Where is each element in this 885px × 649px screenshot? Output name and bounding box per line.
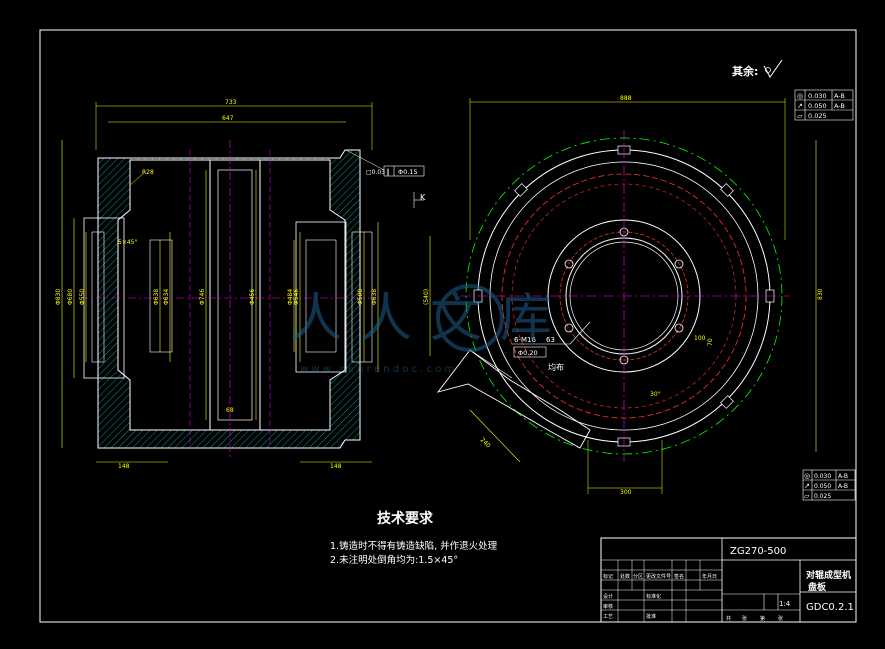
drawing-frame [39,29,857,623]
tb-part-name-2: 盘板 [808,581,827,593]
tol-top-datum-1: A-B [834,102,845,110]
tb-part-name-1: 对辊成型机 [806,569,851,581]
watermark: 人人文库 w w w . r e n r e n d o c . c o m [290,284,570,375]
dim-right-base: 148 [330,463,342,470]
tol-bot-symbol-1: ↗ [804,482,810,490]
tol-bot-symbol-0: ◎ [804,472,810,480]
tb-header-1: 处数 [620,573,630,580]
tolerance-table-top: ◎ 0.030 A-B ↗ 0.050 A-B ▱ 0.025 [794,89,854,121]
tol-bot-symbol-2: ▱ [804,492,810,500]
left-tolerance-note: □0.03 [366,169,385,176]
dim-phi484: Φ484 [287,289,294,305]
dim-phi830: Φ830 [55,289,62,305]
tol-top-symbol-0: ◎ [797,92,803,100]
tb-header-4: 签名 [674,573,684,580]
tb-row-1: 审核 [603,603,613,610]
bolt-spec: 6-M16 [514,336,536,344]
bolt-hole [674,259,684,269]
tol-bot-value-2: 0.025 [814,493,831,500]
tb-drawing-number: GDC0.2.1 [806,602,854,613]
dim-slot: 100 [694,335,706,342]
roughness-symbol-icon [763,59,783,78]
watermark-cn: 人人文库 [290,289,570,349]
tb-footer-2: 第 [760,615,765,622]
dim-phi546: Φ546 [293,289,300,305]
tb-row-extra-0: 标准化 [646,593,661,600]
tech-req-title: 技术要求 [377,511,433,527]
tol-top-value-0: 0.030 [808,92,827,100]
tb-row-0: 设计 [603,593,613,600]
title-block: 标记 处数 分区 更改文件号 签名 年月日 设计 审核 工艺 标准化 批准 ZG… [600,537,857,623]
left-section-view: 733 647 Φ830 [55,99,426,470]
tb-footer-3: 张 [778,615,783,622]
dim-chamfer: 5×45° [118,239,137,246]
dim-overall-width: 733 [225,99,237,106]
tb-footer-0: 共 [726,615,731,622]
dim-phi638: Φ638 [153,289,160,305]
tol-top-value-1: 0.050 [808,102,827,110]
tol-bot-value-1: 0.050 [814,483,831,490]
bolt-hole [564,259,574,269]
dim-bottom-width: 300 [620,489,632,496]
tb-footer-1: 张 [742,615,747,622]
bolt-hole [564,323,574,333]
tol-top-symbol-1: ↗ [797,102,803,110]
dim-phi634: Φ634 [163,289,170,305]
dim-angle: 30° [650,391,661,398]
dim-outer-diameter: 888 [620,95,632,102]
surface-note: 其余: [732,64,758,78]
left-tolerance-value: Φ0.15 [398,168,418,176]
tol-top-symbol-2: ▱ [797,112,803,120]
dim-left-height: (540) [423,289,430,305]
dim-left-base: 148 [118,463,130,470]
tol-bot-value-0: 0.030 [814,473,831,480]
dim-inner-width: 647 [222,115,234,122]
dim-phi638-right: Φ638 [371,289,378,305]
right-circular-view: 888 830 [423,95,824,496]
tol-bot-datum-0: A-B [838,473,848,480]
dim-phi456: Φ456 [249,289,256,305]
bolt-depth: 63 [546,336,555,344]
dim-phi746: Φ746 [199,289,206,305]
tol-top-value-2: 0.025 [808,112,827,120]
dim-slant: 240 [479,436,492,449]
left-tolerance-symbol: ∥ [386,168,390,176]
dim-height: 830 [817,288,824,300]
tb-header-3: 更改文件号 [646,573,671,580]
tolerance-table-bottom: ◎ 0.030 A-B ↗ 0.050 A-B ▱ 0.025 [802,469,856,501]
bolt-hole [674,323,684,333]
tb-row-extra-1: 批准 [646,613,656,620]
dim-center-mark: 70 [707,338,714,346]
dim-phi680: Φ680 [67,289,74,305]
tech-req-item-1: 1.铸造时不得有铸造缺陷, 并作退火处理 [330,541,498,552]
dim-radius: R28 [142,169,154,176]
dim-phi550: Φ550 [79,289,86,305]
tb-header-5: 年月日 [702,573,717,580]
tb-material: ZG270-500 [730,546,786,557]
tol-bot-datum-1: A-B [838,483,848,490]
dim-bottom-inner: 68 [226,407,234,414]
tech-req-item-2: 2.未注明处倒角均为:1.5×45° [330,555,459,566]
tb-row-2: 工艺 [603,614,613,620]
tb-scale: 1:4 [779,600,791,608]
bolt-position: Φ0.20 [518,349,538,357]
watermark-url: w w w . r e n r e n d o c . c o m [300,364,454,375]
dim-phi500: Φ500 [357,289,364,305]
section-label: K [420,193,426,202]
tol-top-datum-0: A-B [834,92,845,100]
tb-header-0: 标记 [603,573,613,580]
bolt-uniform: 均布 [548,362,564,372]
left-tolerance-frame [383,165,425,177]
tb-header-2: 分区 [633,573,643,580]
